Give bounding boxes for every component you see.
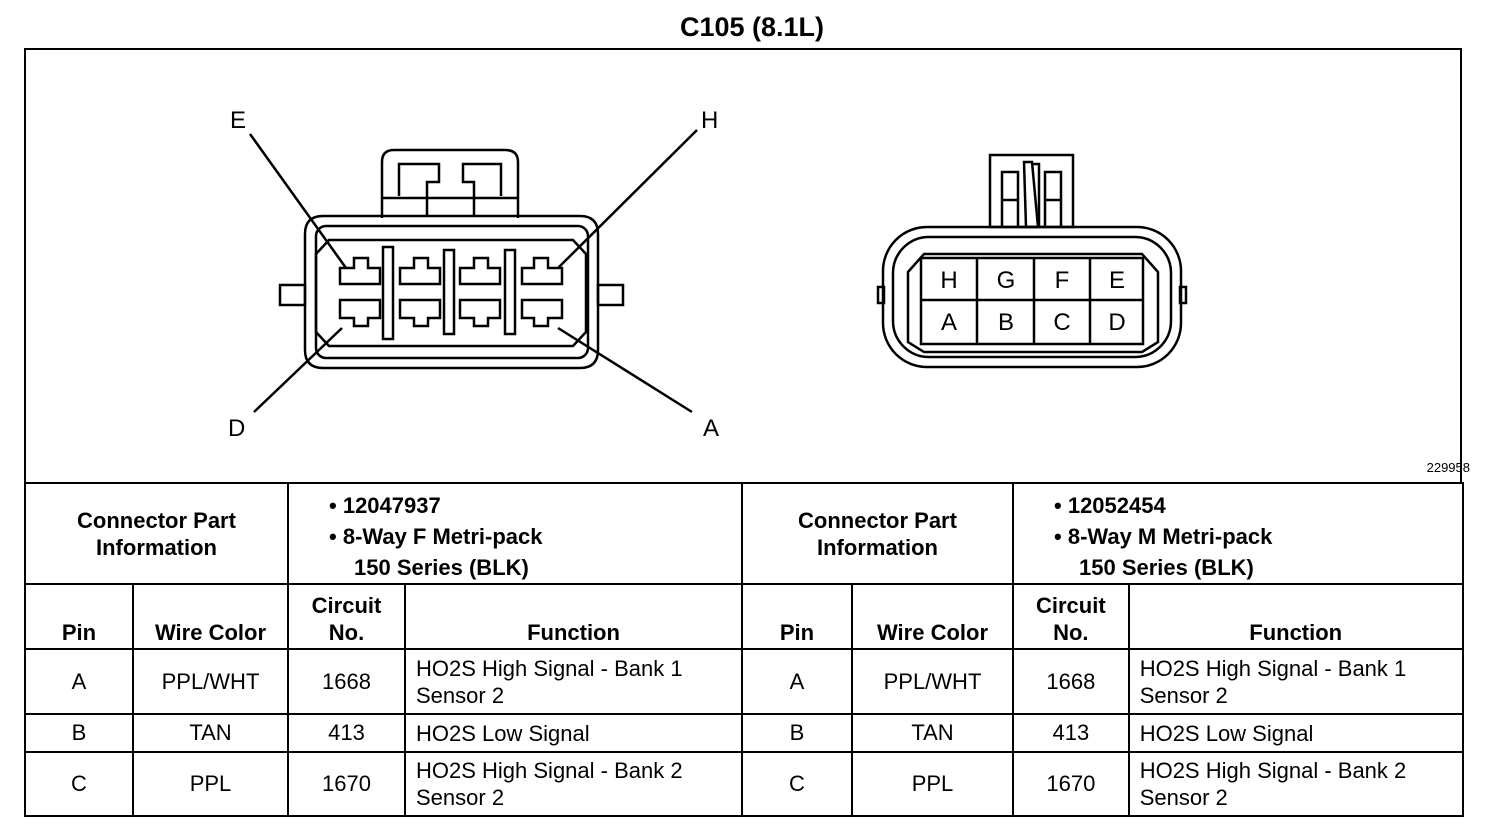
header-circuit: Circuit No. <box>1012 583 1130 650</box>
wire-cell: PPL/WHT <box>132 648 289 715</box>
part-series-right: 150 Series (BLK) <box>1079 555 1254 580</box>
part-desc-right: • 8-Way M Metri-pack <box>1054 524 1273 549</box>
part-series-left: 150 Series (BLK) <box>354 555 529 580</box>
pin-cell: A <box>741 648 853 715</box>
circuit-cell: 413 <box>287 713 406 753</box>
page-title: C105 (8.1L) <box>679 12 825 42</box>
part-info-label-right: Connector Part Information <box>741 482 1014 585</box>
header-function: Function <box>1127 583 1464 650</box>
circuit-cell: 413 <box>1012 713 1130 753</box>
connector-diagram: E H D A H G F E A B C D <box>228 107 1188 442</box>
pin-cell: B <box>741 713 853 753</box>
function-cell: HO2S High Signal - Bank 1 Sensor 2 <box>404 648 743 715</box>
header-wire-color: Wire Color <box>851 583 1014 650</box>
function-cell: HO2S High Signal - Bank 1 Sensor 2 <box>1127 648 1464 715</box>
wire-cell: TAN <box>851 713 1014 753</box>
function-cell: HO2S Low Signal <box>1127 713 1464 753</box>
pin-label-e: E <box>1109 267 1125 294</box>
part-info-label-left: Connector Part Information <box>24 482 289 585</box>
header-pin: Pin <box>741 583 853 650</box>
function-cell: HO2S High Signal - Bank 2 Sensor 2 <box>404 751 743 817</box>
pin-cell: B <box>24 713 134 753</box>
pin-label-d: D <box>1108 309 1125 336</box>
wire-cell: PPL <box>851 751 1014 817</box>
part-info-left: • 12047937 • 8-Way F Metri-pack 150 Seri… <box>287 482 743 585</box>
pin-label-c: C <box>1053 309 1070 336</box>
circuit-cell: 1668 <box>287 648 406 715</box>
pin-label-b: B <box>998 309 1014 336</box>
header-circuit: Circuit No. <box>287 583 406 650</box>
diagram-frame: E H D A H G F E A B C D 229958 <box>24 48 1470 484</box>
male-connector <box>876 153 1188 369</box>
female-cavities <box>338 256 564 328</box>
table-row: C PPL 1670 HO2S High Signal - Bank 2 Sen… <box>24 751 1464 817</box>
wire-cell: TAN <box>132 713 289 753</box>
circuit-cell: 1670 <box>287 751 406 817</box>
pin-cell: C <box>741 751 853 817</box>
callout-h: H <box>701 107 718 134</box>
part-number-right: • 12052454 <box>1054 493 1166 518</box>
function-cell: HO2S High Signal - Bank 2 Sensor 2 <box>1127 751 1464 817</box>
circuit-cell: 1668 <box>1012 648 1130 715</box>
header-wire-color: Wire Color <box>132 583 289 650</box>
callout-e: E <box>230 107 246 134</box>
circuit-cell: 1670 <box>1012 751 1130 817</box>
callout-a: A <box>703 415 719 442</box>
table-row: A PPL/WHT 1668 HO2S High Signal - Bank 1… <box>24 648 1464 715</box>
pin-cell: A <box>24 648 134 715</box>
female-connector <box>248 129 698 414</box>
part-number-left: • 12047937 <box>329 493 441 518</box>
connector-table: Connector Part Information • 12047937 • … <box>24 482 1464 817</box>
wire-cell: PPL <box>132 751 289 817</box>
callout-d: D <box>228 415 245 442</box>
header-function: Function <box>404 583 743 650</box>
pin-label-h: H <box>940 267 957 294</box>
function-cell: HO2S Low Signal <box>404 713 743 753</box>
header-pin: Pin <box>24 583 134 650</box>
table-row: B TAN 413 HO2S Low Signal B TAN 413 HO2S… <box>24 713 1464 753</box>
part-info-right: • 12052454 • 8-Way M Metri-pack 150 Seri… <box>1012 482 1464 585</box>
pin-label-g: G <box>997 267 1016 294</box>
part-desc-left: • 8-Way F Metri-pack <box>329 524 543 549</box>
figure-id: 229958 <box>1426 460 1470 475</box>
wire-cell: PPL/WHT <box>851 648 1014 715</box>
pin-label-a: A <box>941 309 957 336</box>
pin-cell: C <box>24 751 134 817</box>
pin-label-f: F <box>1055 267 1070 294</box>
